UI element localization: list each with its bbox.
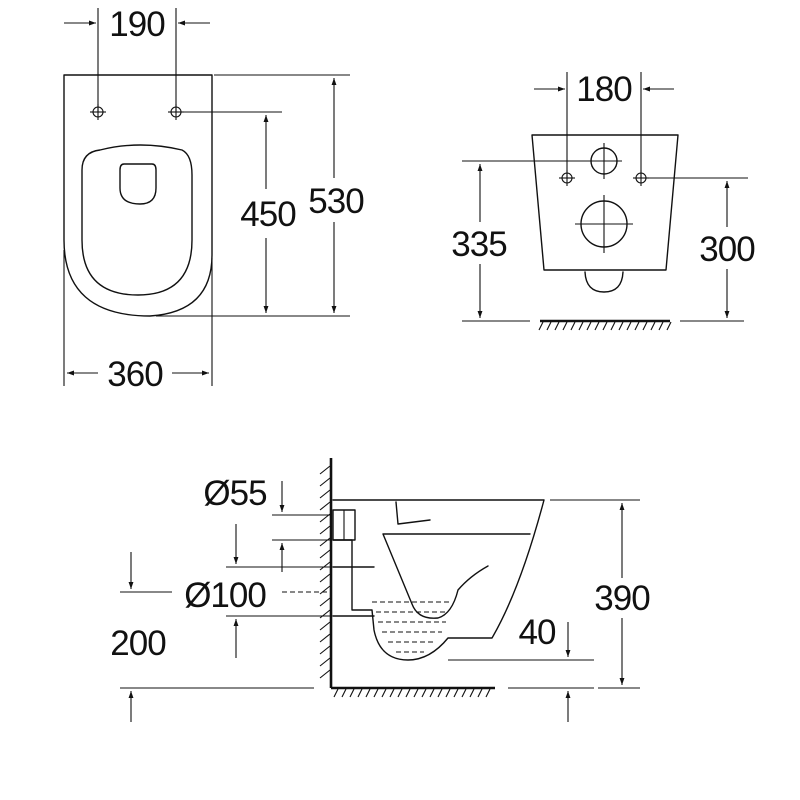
dim-side-water-depth-label: 40 (519, 613, 556, 652)
dim-top-width: 360 (63, 250, 213, 394)
dim-side-inlet-diameter: Ø55 (203, 474, 330, 572)
dim-top-bolt-spacing: 190 (64, 5, 210, 112)
dim-side-bowl-height-label: 390 (594, 579, 650, 618)
dim-side-outlet-diameter: Ø100 (184, 524, 330, 658)
side-view-inlet-fitting (332, 509, 356, 541)
front-view-outlet (584, 271, 624, 293)
side-view-rim-detail (395, 501, 431, 525)
dim-side-inlet-diameter-label: Ø55 (203, 474, 266, 513)
side-view-outlet-pipe (332, 566, 375, 617)
dim-front-bolt-spacing: 180 (534, 70, 674, 178)
front-view: 180 335 300 (451, 70, 756, 331)
dim-front-left-height: 335 (451, 160, 590, 322)
top-view-outline (63, 74, 213, 317)
front-view-inlet-hole (586, 143, 622, 179)
dim-side-water-depth: 40 (448, 613, 594, 722)
dim-top-length-label: 530 (308, 182, 364, 221)
dim-front-right-height: 300 (649, 177, 756, 322)
dim-top-fixing-depth: 450 (156, 111, 350, 317)
top-view: 190 450 530 360 (63, 5, 365, 394)
dim-front-right-height-label: 300 (699, 230, 755, 269)
dim-top-length: 530 (214, 74, 365, 313)
dim-side-outlet-diameter-label: Ø100 (184, 576, 266, 615)
dim-front-bolt-spacing-label: 180 (576, 70, 632, 109)
dim-front-left-height-label: 335 (451, 225, 506, 264)
dim-side-outlet-height-label: 200 (110, 624, 166, 663)
top-view-seat-outline (81, 144, 193, 296)
side-view-wall (319, 458, 333, 688)
dim-side-outlet-height: 200 (110, 552, 314, 722)
side-view-water (372, 601, 450, 653)
dim-top-fixing-depth-label: 450 (240, 195, 296, 234)
front-view-floor (538, 319, 672, 331)
dim-top-width-label: 360 (107, 355, 163, 394)
front-view-outlet-hole (575, 195, 633, 253)
front-view-outline (531, 134, 679, 271)
side-view-bowl-inner (382, 533, 531, 619)
side-view-body-outline (332, 499, 545, 661)
dim-top-bolt-spacing-label: 190 (109, 5, 165, 44)
side-view-floor (331, 686, 495, 698)
top-view-seat-cutout (119, 163, 157, 205)
side-view: Ø55 Ø100 200 40 390 (110, 458, 651, 722)
dim-side-bowl-height: 390 (550, 499, 651, 689)
